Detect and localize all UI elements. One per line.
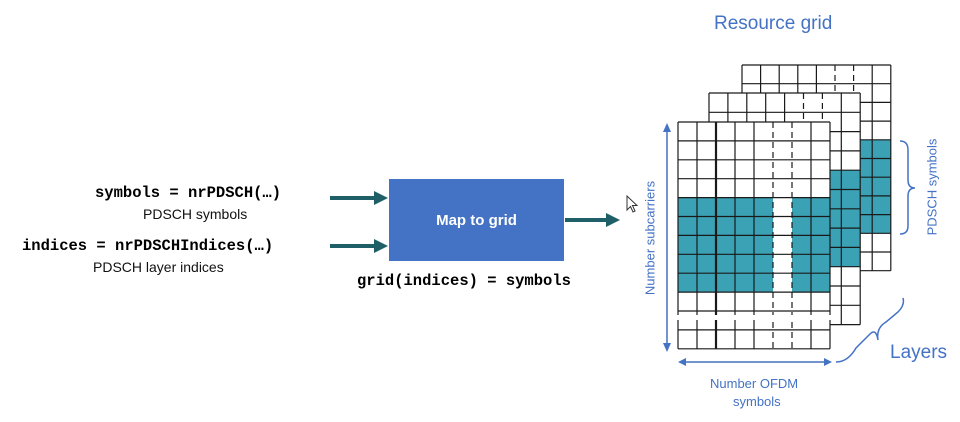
dashed-row-gap xyxy=(828,315,832,320)
pdsch-cell xyxy=(678,273,697,293)
pdsch-cell xyxy=(841,228,861,248)
map-to-grid-label: Map to grid xyxy=(436,211,517,229)
ofdm-axis-arrow xyxy=(678,358,832,366)
dashed-row-gap xyxy=(752,315,756,320)
pdsch-cell xyxy=(792,197,811,217)
pdsch-cell xyxy=(754,216,773,236)
ofdm-label-line2: symbols xyxy=(733,394,781,409)
dashed-row-gap xyxy=(676,315,680,320)
pdsch-cell xyxy=(735,216,754,236)
pdsch-cell xyxy=(716,273,735,293)
pdsch-cell xyxy=(872,139,891,159)
pdsch-cell xyxy=(697,216,716,236)
pdsch-symbols-label: PDSCH symbols xyxy=(924,138,940,236)
pdsch-cell xyxy=(811,273,830,293)
dashed-row-gap xyxy=(790,315,794,320)
pdsch-cell xyxy=(716,235,735,255)
pdsch-cell xyxy=(792,273,811,293)
grid-layer-3 xyxy=(676,121,832,350)
subcarriers-axis-arrow xyxy=(663,123,671,352)
pdsch-cell xyxy=(735,254,754,274)
pdsch-cell xyxy=(841,208,861,229)
pdsch-cell xyxy=(872,177,891,196)
pdsch-cell xyxy=(697,235,716,255)
pdsch-cell xyxy=(754,273,773,293)
pdsch-cell xyxy=(841,189,861,209)
pdsch-cell xyxy=(716,254,735,274)
dashed-row-gap xyxy=(695,315,699,320)
pdsch-cell xyxy=(872,195,891,215)
pdsch-cell xyxy=(811,216,830,236)
pdsch-cell xyxy=(754,197,773,217)
pdsch-cell xyxy=(754,254,773,274)
arrow-indices xyxy=(330,239,388,253)
arrow-symbols xyxy=(330,191,388,205)
pdsch-cell xyxy=(697,273,716,293)
pdsch-cell xyxy=(841,170,861,190)
pdsch-cell xyxy=(716,216,735,236)
pdsch-cell xyxy=(811,235,830,255)
indices-code: indices = nrPDSCHIndices(…) xyxy=(22,237,274,255)
pdsch-cell xyxy=(872,214,891,234)
pdsch-cell xyxy=(811,197,830,217)
pdsch-cell xyxy=(754,235,773,255)
subcarriers-label: Number subcarriers xyxy=(642,180,658,296)
ofdm-label-line1: Number OFDM xyxy=(710,376,799,391)
pdsch-cell xyxy=(678,216,697,236)
mouse-pointer-icon xyxy=(626,195,639,213)
pdsch-cell xyxy=(735,273,754,293)
layers-brace xyxy=(835,297,905,363)
map-to-grid-box: Map to grid xyxy=(389,179,564,261)
pdsch-cell xyxy=(735,197,754,217)
pdsch-cell xyxy=(792,235,811,255)
layers-label: Layers xyxy=(890,342,948,363)
arrow-output xyxy=(565,213,620,227)
dashed-row-gap xyxy=(809,315,813,320)
dashed-row-gap xyxy=(714,315,718,320)
pdsch-cell xyxy=(697,197,716,217)
pdsch-cell xyxy=(811,254,830,274)
indices-caption: PDSCH layer indices xyxy=(93,259,224,275)
pdsch-cell xyxy=(678,235,697,255)
dashed-row-gap xyxy=(771,315,775,320)
pdsch-cell xyxy=(697,254,716,274)
pdsch-cell xyxy=(678,197,697,217)
pdsch-cell xyxy=(716,197,735,217)
resource-grid-title: Resource grid xyxy=(714,13,833,34)
pdsch-cell xyxy=(841,247,861,267)
pdsch-brace xyxy=(899,140,916,235)
symbols-caption: PDSCH symbols xyxy=(143,206,248,222)
pdsch-cell xyxy=(872,158,891,178)
symbols-code: symbols = nrPDSCH(…) xyxy=(95,184,282,202)
pdsch-cell xyxy=(792,216,811,236)
pdsch-cell xyxy=(735,235,754,255)
pdsch-cell xyxy=(678,254,697,274)
dashed-row-gap xyxy=(733,315,737,320)
pdsch-cell xyxy=(792,254,811,274)
grid-equation: grid(indices) = symbols xyxy=(357,272,571,290)
